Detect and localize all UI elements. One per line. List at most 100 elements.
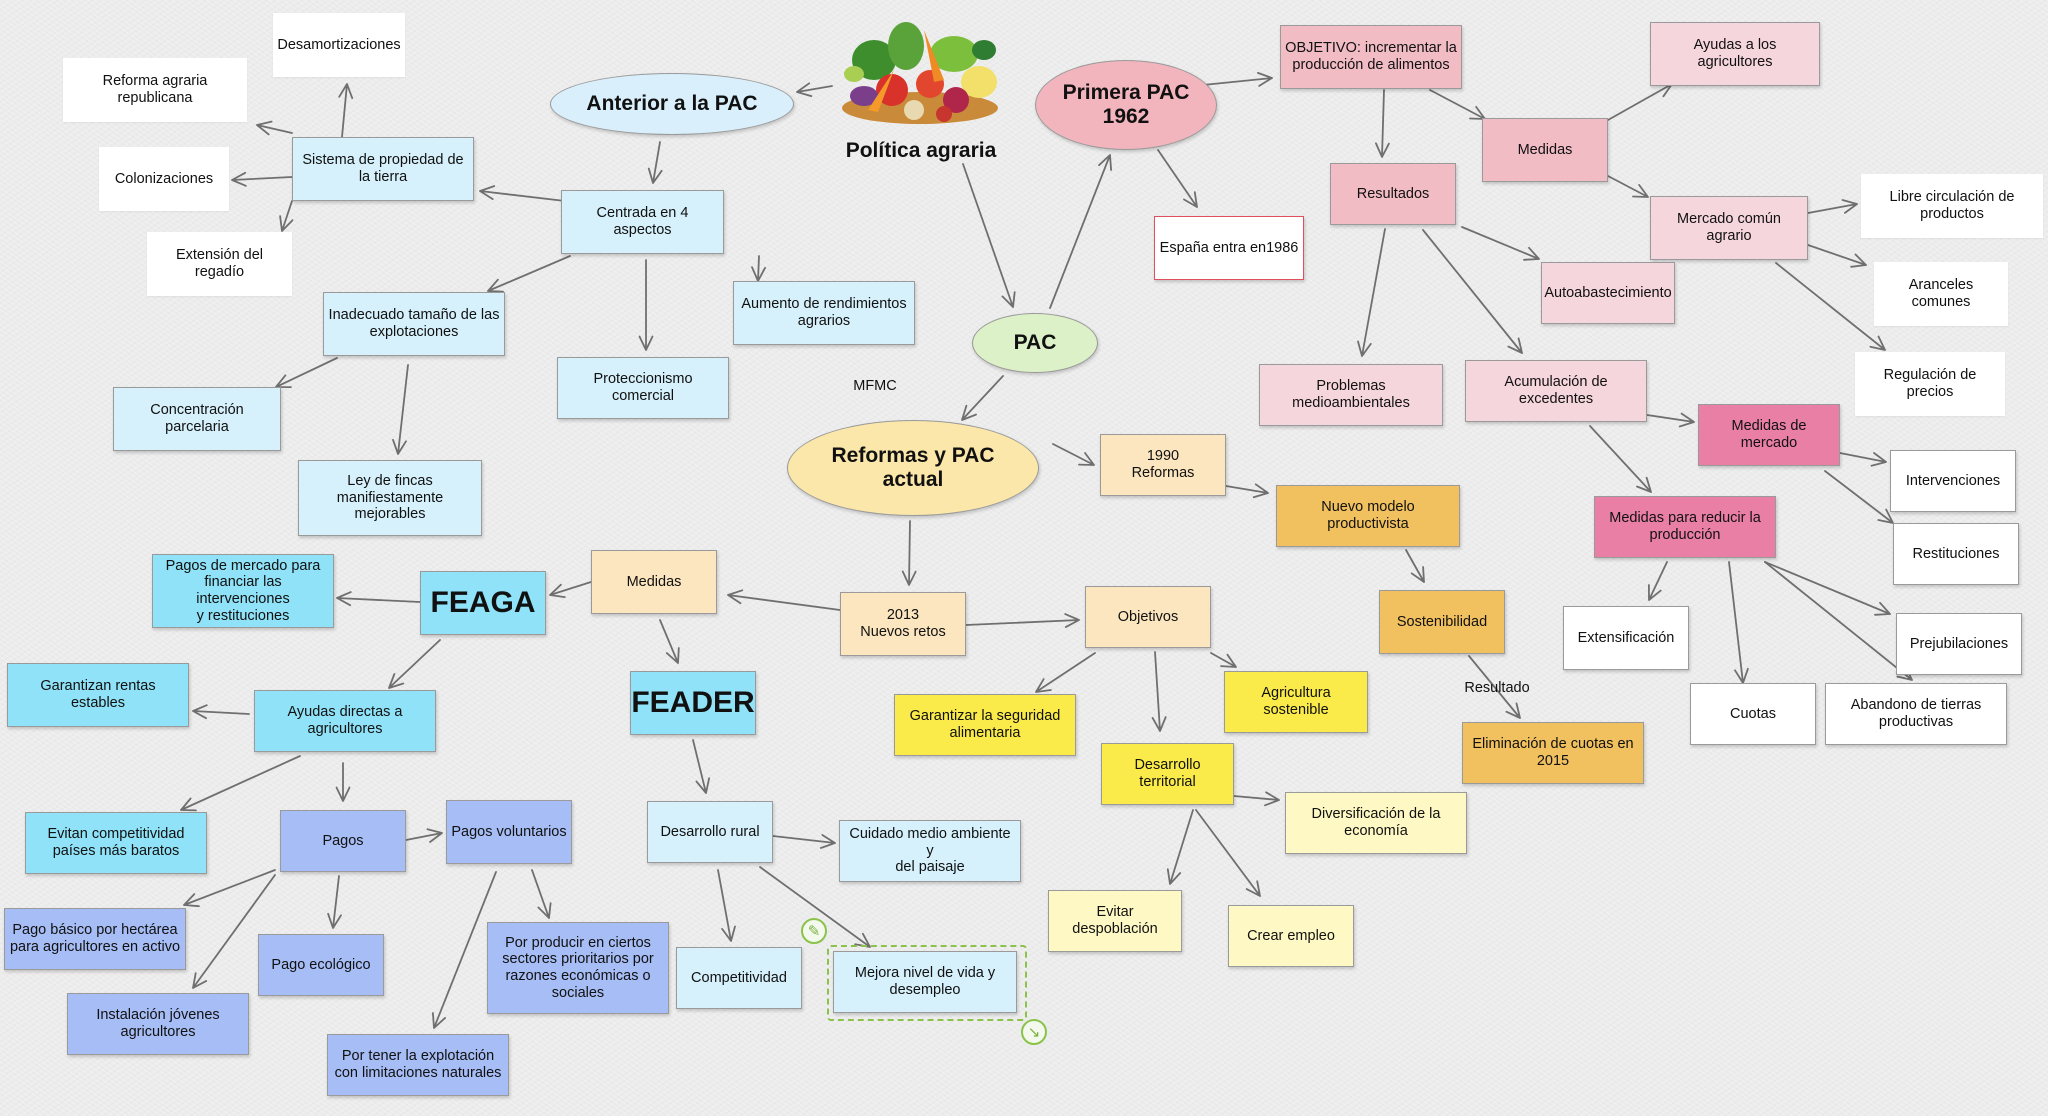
connector-arrow: [1405, 549, 1425, 583]
garantizar-seguridad-node[interactable]: Garantizar la seguridad alimentaria: [894, 694, 1076, 756]
ayudas-agricultores-node[interactable]: Ayudas a los agricultores: [1650, 22, 1820, 86]
connector-arrow: [1764, 561, 1891, 616]
objetivo-pac-node[interactable]: OBJETIVO: incrementar la producción de a…: [1280, 25, 1462, 89]
connector-arrow: [1607, 175, 1649, 198]
pago-ecologico-node[interactable]: Pago ecológico: [258, 934, 384, 996]
pagos-mercado-node[interactable]: Pagos de mercado para financiar las inte…: [152, 554, 334, 628]
connector-arrow: [1166, 809, 1194, 885]
anterior-pac-oval[interactable]: Anterior a la PAC: [550, 73, 794, 135]
diversificacion-node[interactable]: Diversificación de la economía: [1285, 792, 1467, 854]
connector-arrow: [796, 82, 833, 97]
intervenciones-node[interactable]: Intervenciones: [1890, 450, 2016, 512]
evitan-competitividad-node[interactable]: Evitan competitividad países más baratos: [25, 812, 207, 874]
reformas-pac-oval[interactable]: Reformas y PAC actual: [787, 420, 1039, 516]
extension-regadio-node[interactable]: Extensión del regadío: [147, 232, 292, 296]
nuevo-modelo-node[interactable]: Nuevo modelo productivista: [1276, 485, 1460, 547]
connector-arrow: [901, 520, 917, 586]
pagos-voluntarios-node[interactable]: Pagos voluntarios: [446, 800, 572, 864]
mejora-nivel-node[interactable]: Mejora nivel de vida y desempleo: [833, 951, 1017, 1013]
proteccionismo-node[interactable]: Proteccionismo comercial: [557, 357, 729, 419]
problemas-medio-node[interactable]: Problemas medioambientales: [1259, 364, 1443, 426]
cuidado-medio-node[interactable]: Cuidado medio ambiente y del paisaje: [839, 820, 1021, 882]
connector-arrow: [279, 200, 294, 232]
feader-node[interactable]: FEADER: [630, 671, 756, 735]
crear-empleo-node[interactable]: Crear empleo: [1228, 905, 1354, 967]
ayudas-directas-node[interactable]: Ayudas directas a agricultores: [254, 690, 436, 752]
connector-arrow: [961, 375, 1004, 421]
nuevos-retos-node[interactable]: 2013 Nuevos retos: [840, 592, 966, 656]
mfmc-label: MFMC: [853, 377, 897, 394]
objetivos-node[interactable]: Objetivos: [1085, 586, 1211, 648]
connector-arrow: [1589, 425, 1652, 493]
connector-arrow: [1225, 483, 1269, 499]
inadecuado-tamano-node[interactable]: Inadecuado tamaño de las explotaciones: [323, 292, 505, 356]
politica-agraria-label[interactable]: Política agraria: [845, 138, 997, 162]
connector-arrow: [180, 755, 301, 812]
restituciones-node[interactable]: Restituciones: [1893, 523, 2019, 585]
acumulacion-node[interactable]: Acumulación de excedentes: [1465, 360, 1647, 422]
connector-arrow: [388, 639, 441, 689]
selection-outline: [827, 945, 1027, 1021]
pagos-node[interactable]: Pagos: [280, 810, 406, 872]
connector-arrow: [327, 875, 342, 929]
connector-arrow: [1807, 199, 1858, 214]
instalacion-jovenes-node[interactable]: Instalación jóvenes agricultores: [67, 993, 249, 1055]
connector-arrow: [1824, 470, 1894, 524]
sistema-propiedad-node[interactable]: Sistema de propiedad de la tierra: [292, 137, 474, 201]
competitividad-node[interactable]: Competitividad: [676, 947, 802, 1009]
medidas-node[interactable]: Medidas: [591, 550, 717, 614]
garantizan-rentas-node[interactable]: Garantizan rentas estables: [7, 663, 189, 727]
resultados-node[interactable]: Resultados: [1330, 163, 1456, 225]
sostenibilidad-node[interactable]: Sostenibilidad: [1379, 590, 1505, 654]
connector-arrow: [1422, 229, 1523, 354]
pago-basico-node[interactable]: Pago básico por hectárea para agricultor…: [4, 908, 186, 970]
eliminacion-cuotas-node[interactable]: Eliminación de cuotas en 2015: [1462, 722, 1644, 784]
connector-arrow: [531, 869, 552, 919]
libre-circulacion-node[interactable]: Libre circulación de productos: [1861, 174, 2043, 238]
connector-arrow: [1195, 809, 1261, 897]
cuotas-node[interactable]: Cuotas: [1690, 683, 1816, 745]
aumento-rendimientos-node[interactable]: Aumento de rendimientos agrarios: [733, 281, 915, 345]
ley-fincas-node[interactable]: Ley de fincas manifiestamente mejorables: [298, 460, 482, 536]
espana-1986-node[interactable]: España entra en1986: [1154, 216, 1304, 280]
primera-pac-oval[interactable]: Primera PAC 1962: [1035, 60, 1217, 150]
mercado-comun-node[interactable]: Mercado común agrario: [1650, 196, 1808, 260]
extensificacion-node[interactable]: Extensificación: [1563, 606, 1689, 670]
connector-arrow: [192, 704, 250, 720]
colonizaciones-node[interactable]: Colonizaciones: [99, 147, 229, 211]
connector-arrow: [392, 364, 409, 455]
desarrollo-rural-node[interactable]: Desarrollo rural: [647, 801, 773, 863]
connector-arrow: [1648, 561, 1668, 601]
resize-handle-icon[interactable]: ↘: [1021, 1019, 1047, 1045]
desarrollo-territorial-node[interactable]: Desarrollo territorial: [1101, 743, 1234, 805]
connector-arrow: [1151, 651, 1167, 732]
evitar-despoblacion-node[interactable]: Evitar despoblación: [1048, 890, 1182, 952]
medidas-reducir-node[interactable]: Medidas para reducir la producción: [1594, 496, 1776, 558]
medidas-mercado-node[interactable]: Medidas de mercado: [1698, 404, 1840, 466]
regulacion-precios-node[interactable]: Regulación de precios: [1855, 352, 2005, 416]
agricultura-sostenible-node[interactable]: Agricultura sostenible: [1224, 671, 1368, 733]
connector-arrow: [1728, 561, 1749, 684]
centrada-4-node[interactable]: Centrada en 4 aspectos: [561, 190, 724, 254]
abandono-node[interactable]: Abandono de tierras productivas: [1825, 683, 2007, 745]
feaga-node[interactable]: FEAGA: [420, 571, 546, 635]
connector-arrow: [1839, 452, 1887, 467]
connector-arrow: [335, 762, 351, 802]
reforma-republicana-node[interactable]: Reforma agraria republicana: [63, 58, 247, 122]
pac-oval[interactable]: PAC: [972, 313, 1098, 373]
por-tener-node[interactable]: Por tener la explotación con limitacione…: [327, 1034, 509, 1096]
desamortizaciones-node[interactable]: Desamortizaciones: [273, 13, 405, 77]
edit-icon[interactable]: ✎: [801, 918, 827, 944]
concentracion-node[interactable]: Concentración parcelaria: [113, 387, 281, 451]
connector-arrow: [1357, 228, 1386, 357]
prejubilaciones-node[interactable]: Prejubilaciones: [1896, 613, 2022, 675]
resultado-label: Resultado: [1464, 679, 1530, 696]
aranceles-node[interactable]: Aranceles comunes: [1874, 262, 2008, 326]
medidas-primera-node[interactable]: Medidas: [1482, 118, 1608, 182]
connector-arrow: [549, 581, 592, 598]
connector-arrow: [751, 255, 766, 282]
por-producir-node[interactable]: Por producir en ciertos sectores priorit…: [487, 922, 669, 1014]
autoabastecimiento-node[interactable]: Autoabastecimiento: [1541, 262, 1675, 324]
connector-arrow: [1052, 443, 1095, 466]
reformas-1990-node[interactable]: 1990 Reformas: [1100, 434, 1226, 496]
